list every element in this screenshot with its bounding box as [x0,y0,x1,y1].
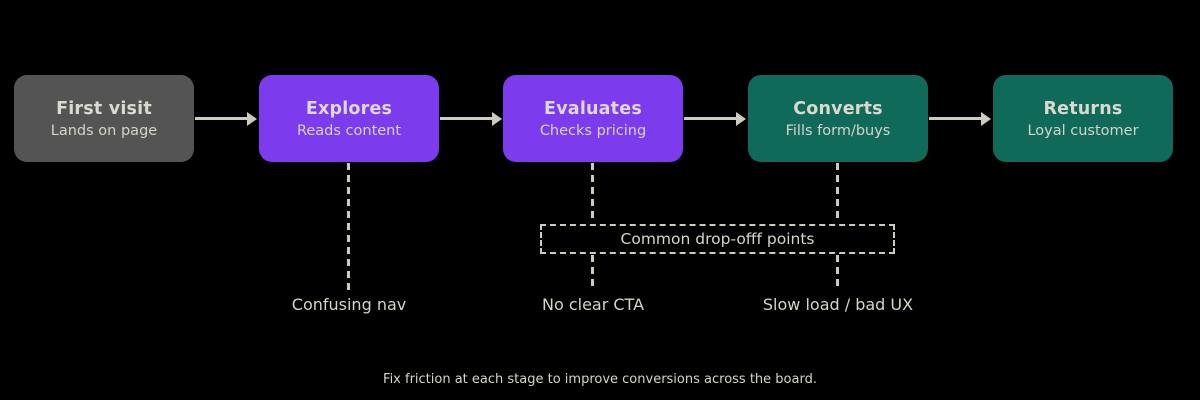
stage-title: Returns [1043,98,1123,119]
dropoff-label-confusing-nav: Confusing nav [291,295,407,314]
stage-returns: Returns Loyal customer [993,75,1173,162]
stage-title: First visit [56,98,152,119]
arrow-line-icon [929,117,981,120]
dashed-connector-converts-top [836,163,839,222]
dropoff-label-no-clear-cta: No clear CTA [541,295,645,314]
stage-title: Converts [793,98,883,119]
arrow-line-icon [440,117,492,120]
dashed-connector-evaluates-top [591,163,594,222]
diagram-caption: Fix friction at each stage to improve co… [383,372,817,387]
stage-title: Explores [305,98,393,119]
dropoff-label-slow-load: Slow load / bad UX [762,295,914,314]
arrow-line-icon [195,117,247,120]
dashed-connector-converts-bottom [836,255,839,291]
stage-explores: Explores Reads content [259,75,439,162]
stage-subtitle: Reads content [296,122,402,139]
stage-subtitle: Checks pricing [539,122,647,139]
stage-subtitle: Lands on page [50,122,158,139]
stage-first-visit: First visit Lands on page [14,75,194,162]
arrow-line-icon [684,117,736,120]
dropoff-annotation-box: Common drop-offf points [540,224,895,254]
stage-subtitle: Loyal customer [1027,122,1139,139]
stage-subtitle: Fills form/buys [785,122,891,139]
stage-converts: Converts Fills form/buys [748,75,928,162]
stage-title: Evaluates [544,98,642,119]
arrow-head-icon [736,111,746,126]
stage-evaluates: Evaluates Checks pricing [503,75,683,162]
arrow-head-icon [981,111,991,126]
dropoff-box-label: Common drop-offf points [620,230,815,248]
arrow-head-icon [492,111,502,126]
arrow-head-icon [247,111,257,126]
dashed-connector-evaluates-bottom [591,255,594,291]
dashed-connector-explores [347,163,350,291]
